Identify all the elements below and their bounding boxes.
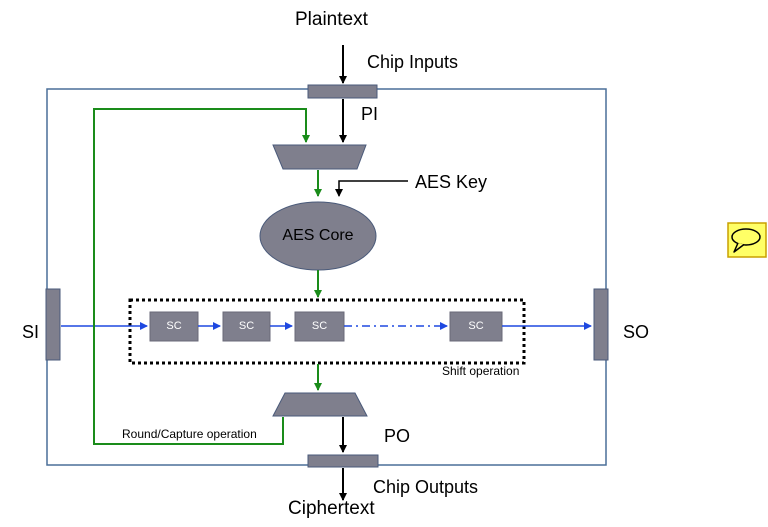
scan-cell-3-label: SC — [311, 320, 328, 332]
scan-chain-box — [128, 298, 526, 365]
si-pad — [45, 288, 61, 361]
chip-outputs-label: Chip Outputs — [373, 477, 479, 497]
scan-cell-1 — [149, 311, 199, 342]
scan-cell-4 — [449, 311, 503, 342]
so-pad — [593, 288, 609, 361]
pi-pad — [307, 84, 378, 99]
pi-label: PI — [361, 104, 379, 124]
chip-inputs-label: Chip Inputs — [367, 52, 459, 72]
scan-cell-4-label: SC — [468, 320, 484, 332]
so-label: SO — [623, 322, 650, 342]
shift-operation-label: Shift operation — [442, 364, 520, 378]
plaintext-label: Plaintext — [295, 9, 368, 30]
scan-cell-2-label: SC — [238, 320, 255, 332]
scan-cell-1-label: SC — [166, 320, 182, 332]
aes-key-arrow — [335, 180, 408, 197]
ciphertext-label: Ciphertext — [288, 498, 375, 519]
aes-core-label: AES Core — [282, 227, 354, 244]
scan-cell-3 — [294, 311, 345, 342]
po-label: PO — [384, 426, 411, 446]
comment-icon[interactable] — [727, 222, 767, 258]
aes-key-label: AES Key — [415, 172, 488, 192]
input-mux — [272, 144, 367, 170]
round-capture-label: Round/Capture operation — [122, 427, 257, 441]
po-pad — [307, 454, 379, 468]
si-label: SI — [22, 322, 40, 342]
output-mux — [272, 392, 368, 417]
round-capture-feedback — [93, 108, 310, 445]
